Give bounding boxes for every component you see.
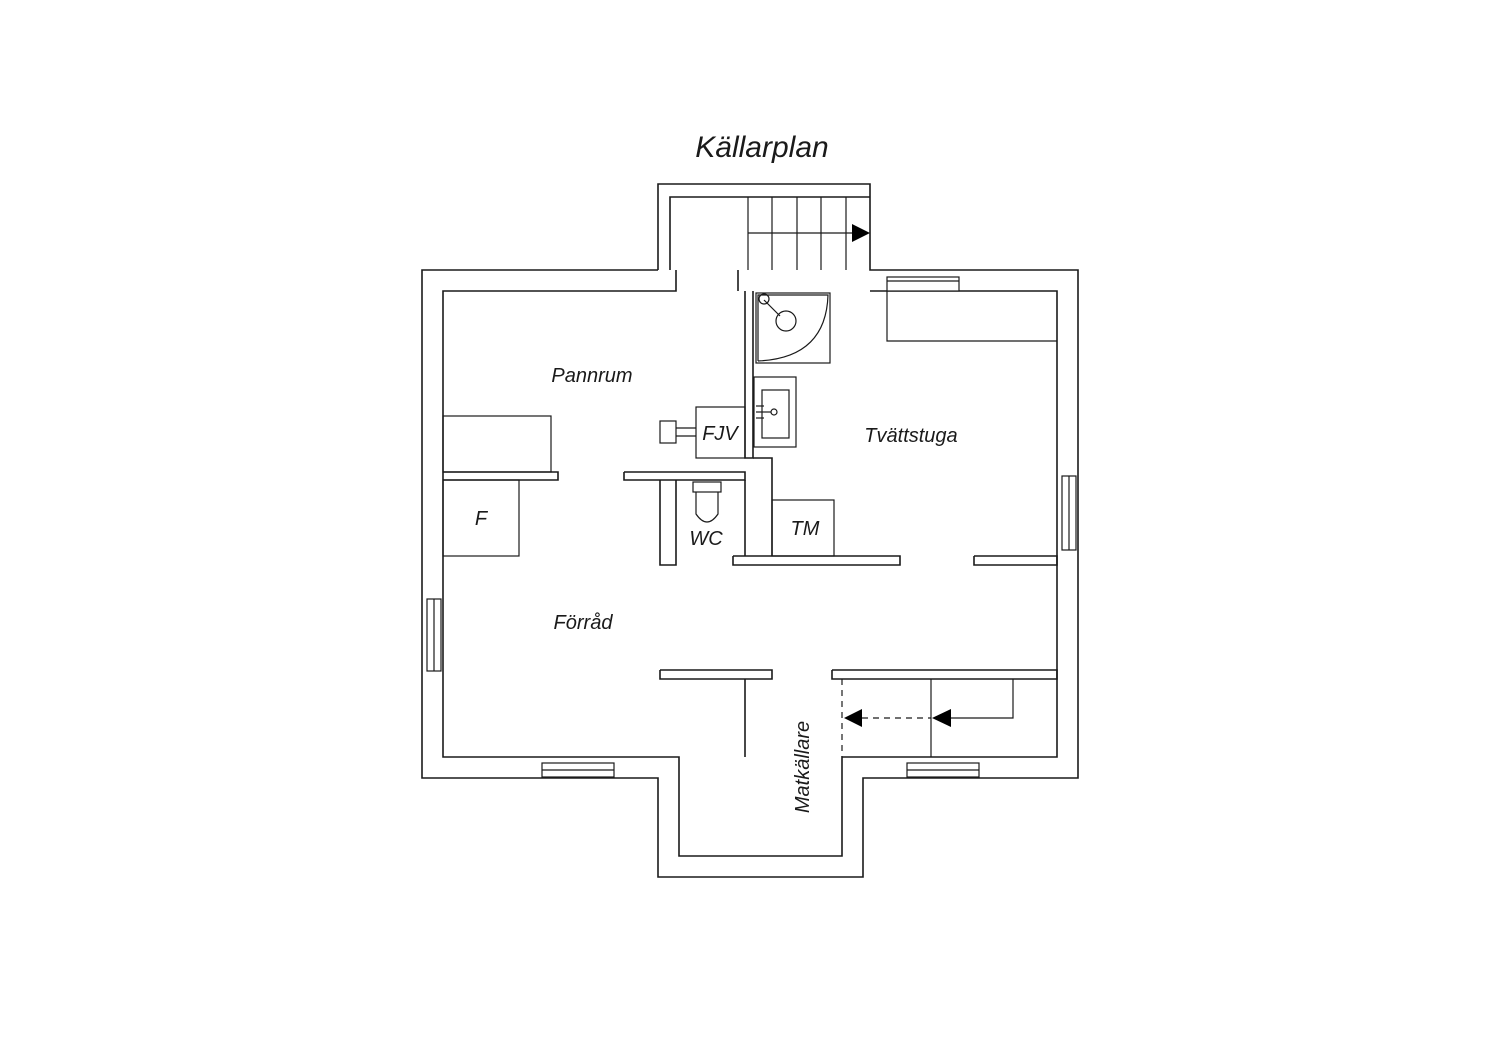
stair-direction-arrow-icon (852, 224, 870, 242)
fixture-label-f: F (475, 508, 489, 530)
room-label-matkallare: Matkällare (792, 721, 814, 813)
fjv-unit (695, 406, 746, 459)
fixtures (442, 291, 1057, 557)
room-label-tvattstuga: Tvättstuga (864, 425, 957, 447)
toilet-icon (695, 492, 719, 523)
arrow-left-icon (844, 709, 862, 727)
arrow-left-icon-2 (932, 709, 951, 727)
room-label-forrad: Förråd (554, 612, 614, 634)
shower-icon (755, 292, 831, 364)
fixture-label-wc: WC (689, 528, 723, 550)
fixture-label-fjv: FJV (702, 423, 739, 445)
sink-icon (753, 376, 797, 448)
room-label-pannrum: Pannrum (551, 365, 632, 387)
matkallare-arrows (841, 679, 1014, 757)
plan-title: Källarplan (695, 131, 828, 164)
windows (426, 276, 1077, 778)
tvattstuga-bench (886, 291, 1057, 342)
fixture-label-tm: TM (791, 518, 820, 540)
pannrum-bench (442, 415, 552, 473)
outer-walls (421, 183, 1079, 878)
window-top (886, 276, 960, 292)
tm-box (771, 499, 835, 557)
f-box (442, 479, 520, 557)
staircase (747, 197, 870, 270)
interior-walls (443, 291, 1058, 757)
